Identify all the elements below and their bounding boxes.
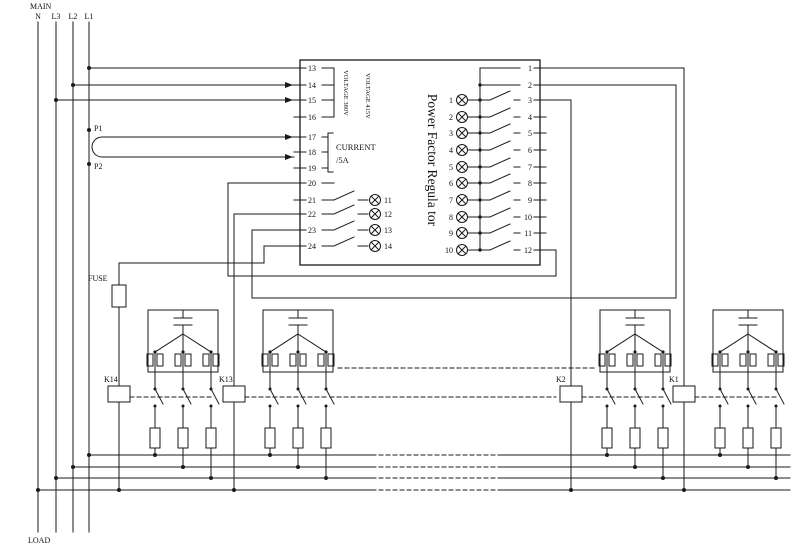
arrow-icon: [285, 134, 293, 140]
right-output-contacts: 1 2 3 4 5 6 7 8 9 10: [445, 67, 521, 256]
mains-labels: MAIN N L3 L2 L1 LOAD: [28, 2, 93, 545]
terminal-number: 5: [528, 129, 532, 138]
terminal-number: 1: [528, 64, 532, 73]
voltage-415-label: VOLTAGE 415V: [364, 73, 371, 119]
terminal-number: 23: [308, 226, 316, 235]
left-terminal-numbers: 13 14 15 16 17 18 19 20 21 22 23 24: [308, 64, 316, 251]
indicator-number: 8: [449, 213, 453, 222]
indicator-lamp: [369, 208, 381, 220]
indicator-number: 12: [384, 210, 392, 219]
contactor-label-k2: K2: [556, 375, 566, 384]
terminal-number: 15: [308, 96, 316, 105]
indicator-number: 11: [384, 196, 392, 205]
right-terminal-numbers: 1 2 3 4 5 6 7 8 9 10 11 12: [524, 64, 532, 255]
indicator-number: 6: [449, 179, 453, 188]
indicator-number: 5: [449, 163, 453, 172]
fuse-label: FUSE: [88, 274, 108, 283]
current-input: CURRENT /5A: [321, 132, 376, 173]
contactor-label-k13: K13: [219, 375, 233, 384]
indicator-lamp: [456, 227, 468, 239]
right-terminal-ticks: [533, 67, 547, 251]
load-label: LOAD: [28, 536, 50, 545]
control-wiring: [118, 67, 685, 387]
arrow-icon: [285, 82, 293, 88]
phase-bus-lines: [37, 21, 90, 533]
load-buses: [36, 453, 791, 492]
indicator-lamp: [369, 194, 381, 206]
current-transformer: P1 P2: [87, 124, 295, 171]
regulator-outline: [299, 59, 541, 266]
terminal-number: 24: [308, 242, 316, 251]
terminal-number: 14: [308, 81, 316, 90]
terminal-number: 11: [524, 229, 532, 238]
capacitor-bank-unit-k14: [107, 309, 220, 493]
control-fuse: FUSE: [88, 262, 127, 387]
indicator-lamp: [456, 194, 468, 206]
terminal-number: 7: [528, 163, 532, 172]
capacitor-bank-unit-k2: [559, 309, 672, 493]
arrow-icon: [285, 154, 293, 160]
indicator-lamp: [456, 161, 468, 173]
phase-label-l1: L1: [85, 12, 94, 21]
terminal-number: 17: [308, 133, 316, 142]
indicator-lamp: [456, 144, 468, 156]
indicator-lamp: [456, 244, 468, 256]
terminal-number: 8: [528, 179, 532, 188]
left-terminal-ticks: [293, 67, 307, 247]
main-label: MAIN: [30, 2, 52, 11]
terminal-number: 19: [308, 164, 316, 173]
capacitor-banks: K14 K13 K2 K1: [104, 309, 785, 493]
terminal-number: 2: [528, 81, 532, 90]
indicator-lamp: [456, 94, 468, 106]
capacitor-bank-unit-k1: [672, 309, 785, 493]
ct-p2-label: P2: [94, 162, 102, 171]
contactor-label-k1: K1: [669, 375, 679, 384]
indicator-number: 1: [449, 96, 453, 105]
phase-label-l2: L2: [69, 12, 78, 21]
indicator-lamp: [369, 224, 381, 236]
voltage-select-links: [321, 67, 335, 118]
terminal-number: 3: [528, 96, 532, 105]
terminal-number: 20: [308, 179, 316, 188]
terminal-number: 6: [528, 146, 532, 155]
terminal-number: 4: [528, 113, 532, 122]
indicator-number: 14: [384, 242, 392, 251]
voltage-380-label: VOLTAGE 380V: [342, 70, 349, 116]
indicator-number: 10: [445, 246, 453, 255]
arrow-icon: [285, 97, 293, 103]
ct-p1-label: P1: [94, 124, 102, 133]
regulator-title: Power Factor Regula tor: [425, 94, 440, 227]
terminal-number: 18: [308, 148, 316, 157]
phase-label-l3: L3: [52, 12, 61, 21]
indicator-lamp: [456, 111, 468, 123]
indicator-number: 13: [384, 226, 392, 235]
capacitor-bank-unit-k13: [222, 309, 335, 493]
phase-label-n: N: [35, 12, 41, 21]
regulator-block: Power Factor Regula tor VOLTAGE 380V VOL…: [293, 59, 547, 266]
voltage-sense-wires: [54, 66, 295, 103]
terminal-number: 12: [524, 246, 532, 255]
indicator-number: 7: [449, 196, 453, 205]
terminal-number: 10: [524, 213, 532, 222]
fuse-symbol: [111, 284, 127, 308]
indicator-number: 9: [449, 229, 453, 238]
terminal-number: 9: [528, 196, 532, 205]
current-label: CURRENT: [336, 142, 376, 152]
indicator-number: 4: [449, 146, 453, 155]
indicator-number: 2: [449, 113, 453, 122]
indicator-number: 3: [449, 129, 453, 138]
indicator-lamp: [369, 240, 381, 252]
terminal-number: 13: [308, 64, 316, 73]
terminal-number: 16: [308, 113, 316, 122]
contactor-label-k14: K14: [104, 375, 118, 384]
terminal-number: 21: [308, 196, 316, 205]
left-output-contacts: 11 12 13 14: [321, 182, 392, 252]
indicator-lamp: [456, 211, 468, 223]
terminal-number: 22: [308, 210, 316, 219]
indicator-lamp: [456, 127, 468, 139]
current-rating-label: /5A: [336, 155, 350, 165]
indicator-lamp: [456, 177, 468, 189]
